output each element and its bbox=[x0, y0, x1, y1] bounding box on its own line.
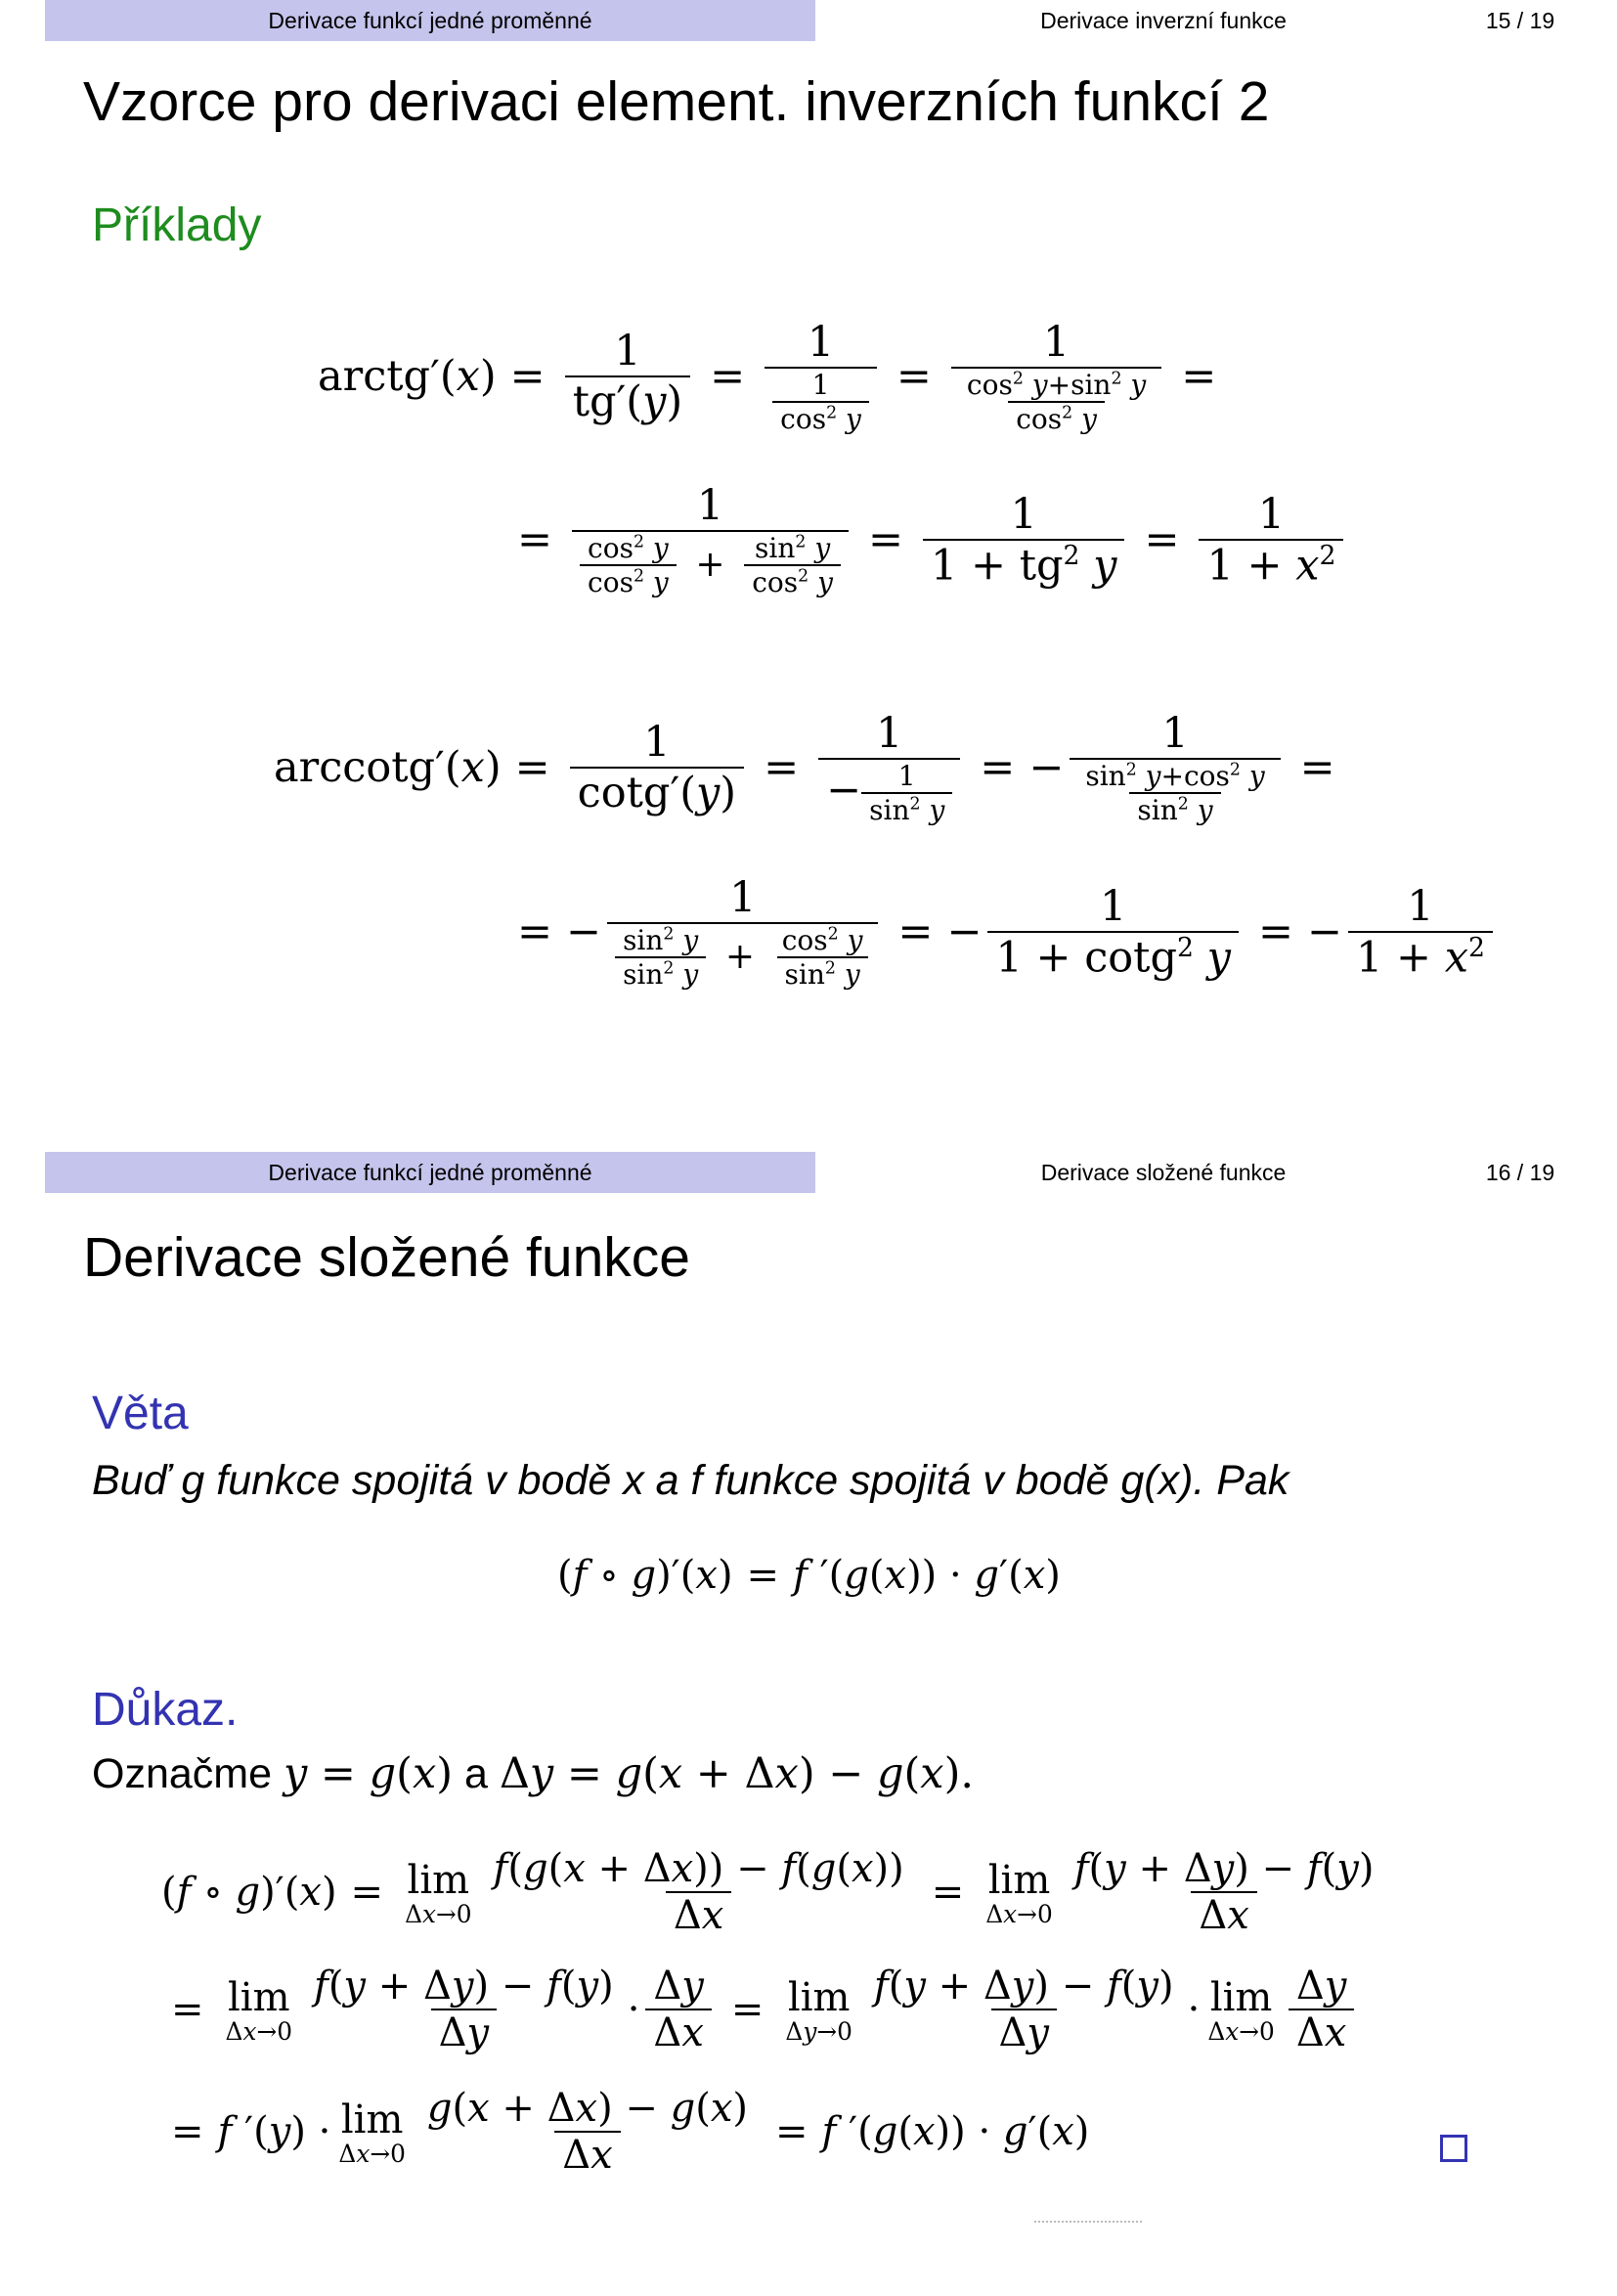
theorem-title: Věta bbox=[92, 1388, 189, 1439]
slide-title: Derivace složené funkce bbox=[83, 1226, 690, 1289]
theorem-statement: Buď g funkce spojitá v bodě x a f funkce… bbox=[92, 1457, 1289, 1504]
dotted-divider bbox=[1034, 2221, 1142, 2223]
slide-header: Derivace funkcí jedné proměnné Derivace … bbox=[0, 0, 1617, 41]
proof-intro-word: Označme bbox=[92, 1750, 273, 1797]
proof-title: Důkaz. bbox=[92, 1684, 239, 1736]
header-section-title[interactable]: Derivace funkcí jedné proměnné bbox=[45, 1152, 815, 1193]
slide-15: Derivace funkcí jedné proměnné Derivace … bbox=[0, 0, 1617, 1144]
slide-header: Derivace funkcí jedné proměnné Derivace … bbox=[0, 1152, 1617, 1193]
page-number: 15 / 19 bbox=[1485, 8, 1555, 33]
slide-title: Vzorce pro derivaci element. inverzních … bbox=[83, 70, 1270, 133]
page-number: 16 / 19 bbox=[1485, 1160, 1555, 1185]
block-title-examples: Příklady bbox=[92, 199, 262, 251]
header-section-title[interactable]: Derivace funkcí jedné proměnné bbox=[45, 0, 815, 41]
proof-intro: Označme y = g(x) a Δy = g(x + Δx) − g(x)… bbox=[92, 1749, 975, 1798]
header-subsection-title[interactable]: Derivace složené funkce bbox=[1040, 1160, 1287, 1185]
equation-chain-rule: (f ∘ g)′(x)= f ′(g(x)) · g′(x) bbox=[557, 1553, 1061, 1598]
qed-square-icon bbox=[1440, 2135, 1467, 2162]
proof-intro-and: a bbox=[463, 1750, 488, 1797]
slide-16: Derivace funkcí jedné proměnné Derivace … bbox=[0, 1152, 1617, 2296]
header-subsection-title[interactable]: Derivace inverzní funkce bbox=[1040, 8, 1287, 33]
